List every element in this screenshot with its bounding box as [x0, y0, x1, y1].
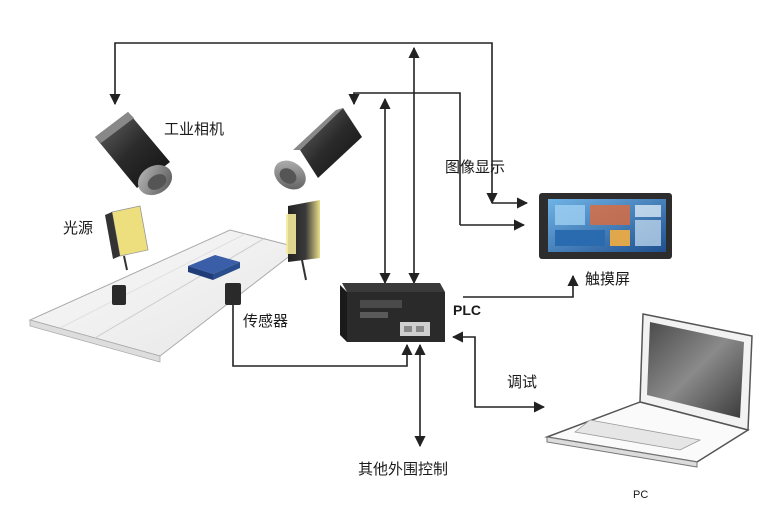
industrial-camera-right	[274, 108, 362, 190]
plc-pc-debug	[451, 331, 546, 413]
label-image-display: 图像显示	[445, 158, 506, 176]
plc-unit	[340, 283, 445, 342]
sensor-to-plc	[232, 292, 413, 367]
product-box	[188, 255, 240, 280]
laptop-pc	[544, 313, 753, 468]
plc-to-touchscreen	[463, 274, 579, 298]
label-plc: PLC	[453, 302, 481, 318]
front-light	[286, 200, 320, 281]
label-industrial-camera: 工业相机	[164, 120, 225, 138]
belt-sensor-left	[112, 285, 126, 305]
conveyor-belt	[28, 229, 302, 363]
label-touch-screen: 触摸屏	[585, 270, 631, 288]
camera1-link	[109, 42, 498, 205]
belt-sensor-right	[225, 283, 241, 305]
light-source	[105, 205, 149, 271]
industrial-camera-left	[95, 112, 173, 196]
label-pc: PC	[633, 489, 649, 501]
touch-screen-device	[539, 193, 672, 259]
camera2-link	[348, 92, 461, 225]
label-sensor: 传感器	[243, 312, 289, 330]
label-debug: 调试	[507, 373, 538, 391]
connection-lines	[109, 42, 579, 448]
label-other-peripheral-control: 其他外围控制	[358, 460, 449, 478]
label-light-source: 光源	[63, 219, 94, 237]
